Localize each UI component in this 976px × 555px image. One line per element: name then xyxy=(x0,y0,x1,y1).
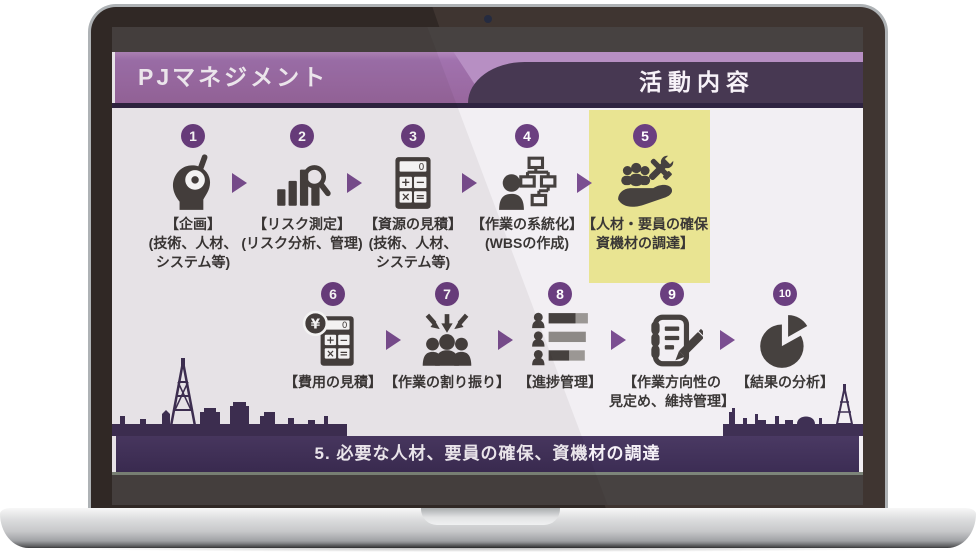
slide-bottom-edge xyxy=(112,472,863,475)
step-4-label-line: (WBSの作成) xyxy=(485,235,569,251)
footer-activity-text: 5. 必要な人材、要員の確保、資機材の調達 xyxy=(314,444,661,463)
step-5: 5 xyxy=(580,124,710,253)
step-6-label-line: 【費用の見積】 xyxy=(284,374,382,390)
step-3-number-badge: 3 xyxy=(401,124,425,148)
step-1-label-line: システム等) xyxy=(155,254,231,270)
section-title: 活動内容 xyxy=(639,69,755,95)
flow-arrow-icon xyxy=(386,330,401,350)
step-9-number-badge: 9 xyxy=(660,282,684,306)
step-9: 9 xyxy=(607,282,737,411)
page-title: PJマネジメント xyxy=(138,64,329,90)
laptop-shadow xyxy=(40,543,936,552)
risk-chart-magnifier-icon xyxy=(271,152,333,214)
step-1-number-badge: 1 xyxy=(181,124,205,148)
laptop-screen-bezel: PJマネジメント 活動内容 xyxy=(88,4,888,512)
header-left-bar: PJマネジメント xyxy=(115,52,487,103)
step-2: 2 xyxy=(237,124,367,253)
step-3-label-line: システム等) xyxy=(375,254,451,270)
factory-skyline-left xyxy=(112,358,347,436)
step-9-label-line: 【作業方向性の xyxy=(623,374,721,390)
svg-text:+: + xyxy=(326,335,335,347)
footer-activity-bar: 5. 必要な人材、要員の確保、資機材の調達 xyxy=(116,436,859,472)
svg-text:=: = xyxy=(415,190,425,204)
svg-text:0: 0 xyxy=(418,162,424,173)
svg-text:+: + xyxy=(401,175,411,189)
step-4-number-badge: 4 xyxy=(515,124,539,148)
svg-text:×: × xyxy=(326,348,335,360)
step-10-number-badge: 10 xyxy=(773,282,797,306)
flow-arrow-icon xyxy=(611,330,626,350)
step-3-label-line: (技術、人材、 xyxy=(368,235,458,251)
step-6: 6 0 + − × = xyxy=(268,282,398,392)
flow-arrow-icon xyxy=(720,330,735,350)
step-2-label-line: (リスク分析、管理) xyxy=(241,235,363,251)
pie-chart-icon xyxy=(754,310,816,372)
step-1: 1 【企画】 (技術、人材、 xyxy=(128,124,258,272)
flow-arrow-icon xyxy=(462,173,477,193)
cost-calculator-yen-icon: 0 + − × = ¥ xyxy=(302,310,364,372)
laptop-lid-notch xyxy=(421,508,560,525)
svg-text:=: = xyxy=(340,348,349,360)
step-8: 8 xyxy=(495,282,625,392)
step-1-label-line: (技術、人材、 xyxy=(148,235,238,251)
step-7-number-badge: 7 xyxy=(435,282,459,306)
webcam-icon xyxy=(484,15,492,23)
header-underline xyxy=(112,103,863,108)
factory-skyline-right xyxy=(723,384,863,436)
svg-text:¥: ¥ xyxy=(311,318,321,333)
wbs-orgchart-icon xyxy=(496,152,558,214)
step-3: 3 0 + − × = xyxy=(348,124,478,272)
task-assignment-people-icon xyxy=(416,310,478,372)
step-1-label-line: 【企画】 xyxy=(165,216,221,232)
step-4: 4 xyxy=(462,124,592,253)
laptop-base xyxy=(0,508,976,552)
step-8-number-badge: 8 xyxy=(548,282,572,306)
step-5-label-line: 資機材の調達】 xyxy=(596,235,694,251)
step-3-label-line: 【資源の見積】 xyxy=(364,216,462,232)
svg-text:−: − xyxy=(415,175,425,189)
step-2-number-badge: 2 xyxy=(290,124,314,148)
flow-arrow-icon xyxy=(232,173,247,193)
flow-arrow-icon xyxy=(498,330,513,350)
progress-list-icon xyxy=(529,310,591,372)
step-9-label-line: 見定め、維持管理】 xyxy=(609,393,735,409)
step-7-label-line: 【作業の割り振り】 xyxy=(384,374,510,390)
calculator-icon: 0 + − × = xyxy=(382,152,444,214)
idea-head-icon xyxy=(162,152,224,214)
laptop-display: PJマネジメント 活動内容 xyxy=(112,27,863,505)
step-2-label-line: 【リスク測定】 xyxy=(253,216,351,232)
step-10: 10 【結果の分析】 xyxy=(720,282,850,392)
step-4-label-line: 【作業の系統化】 xyxy=(471,216,583,232)
step-8-label-line: 【進捗管理】 xyxy=(518,374,602,390)
flow-arrow-icon xyxy=(577,173,592,193)
step-6-number-badge: 6 xyxy=(321,282,345,306)
svg-text:0: 0 xyxy=(342,321,348,331)
svg-text:−: − xyxy=(340,335,349,347)
step-10-label-line: 【結果の分析】 xyxy=(736,374,834,390)
presentation-slide: PJマネジメント 活動内容 xyxy=(112,52,863,472)
step-5-number-badge: 5 xyxy=(633,124,657,148)
step-5-label-line: 【人材・要員の確保 xyxy=(582,216,708,232)
hand-people-tools-icon xyxy=(614,152,676,214)
svg-text:×: × xyxy=(401,190,411,204)
step-7: 7 xyxy=(382,282,512,392)
flow-arrow-icon xyxy=(347,173,362,193)
header-right-tab: 活動内容 xyxy=(468,62,863,103)
notebook-pencil-icon xyxy=(641,310,703,372)
